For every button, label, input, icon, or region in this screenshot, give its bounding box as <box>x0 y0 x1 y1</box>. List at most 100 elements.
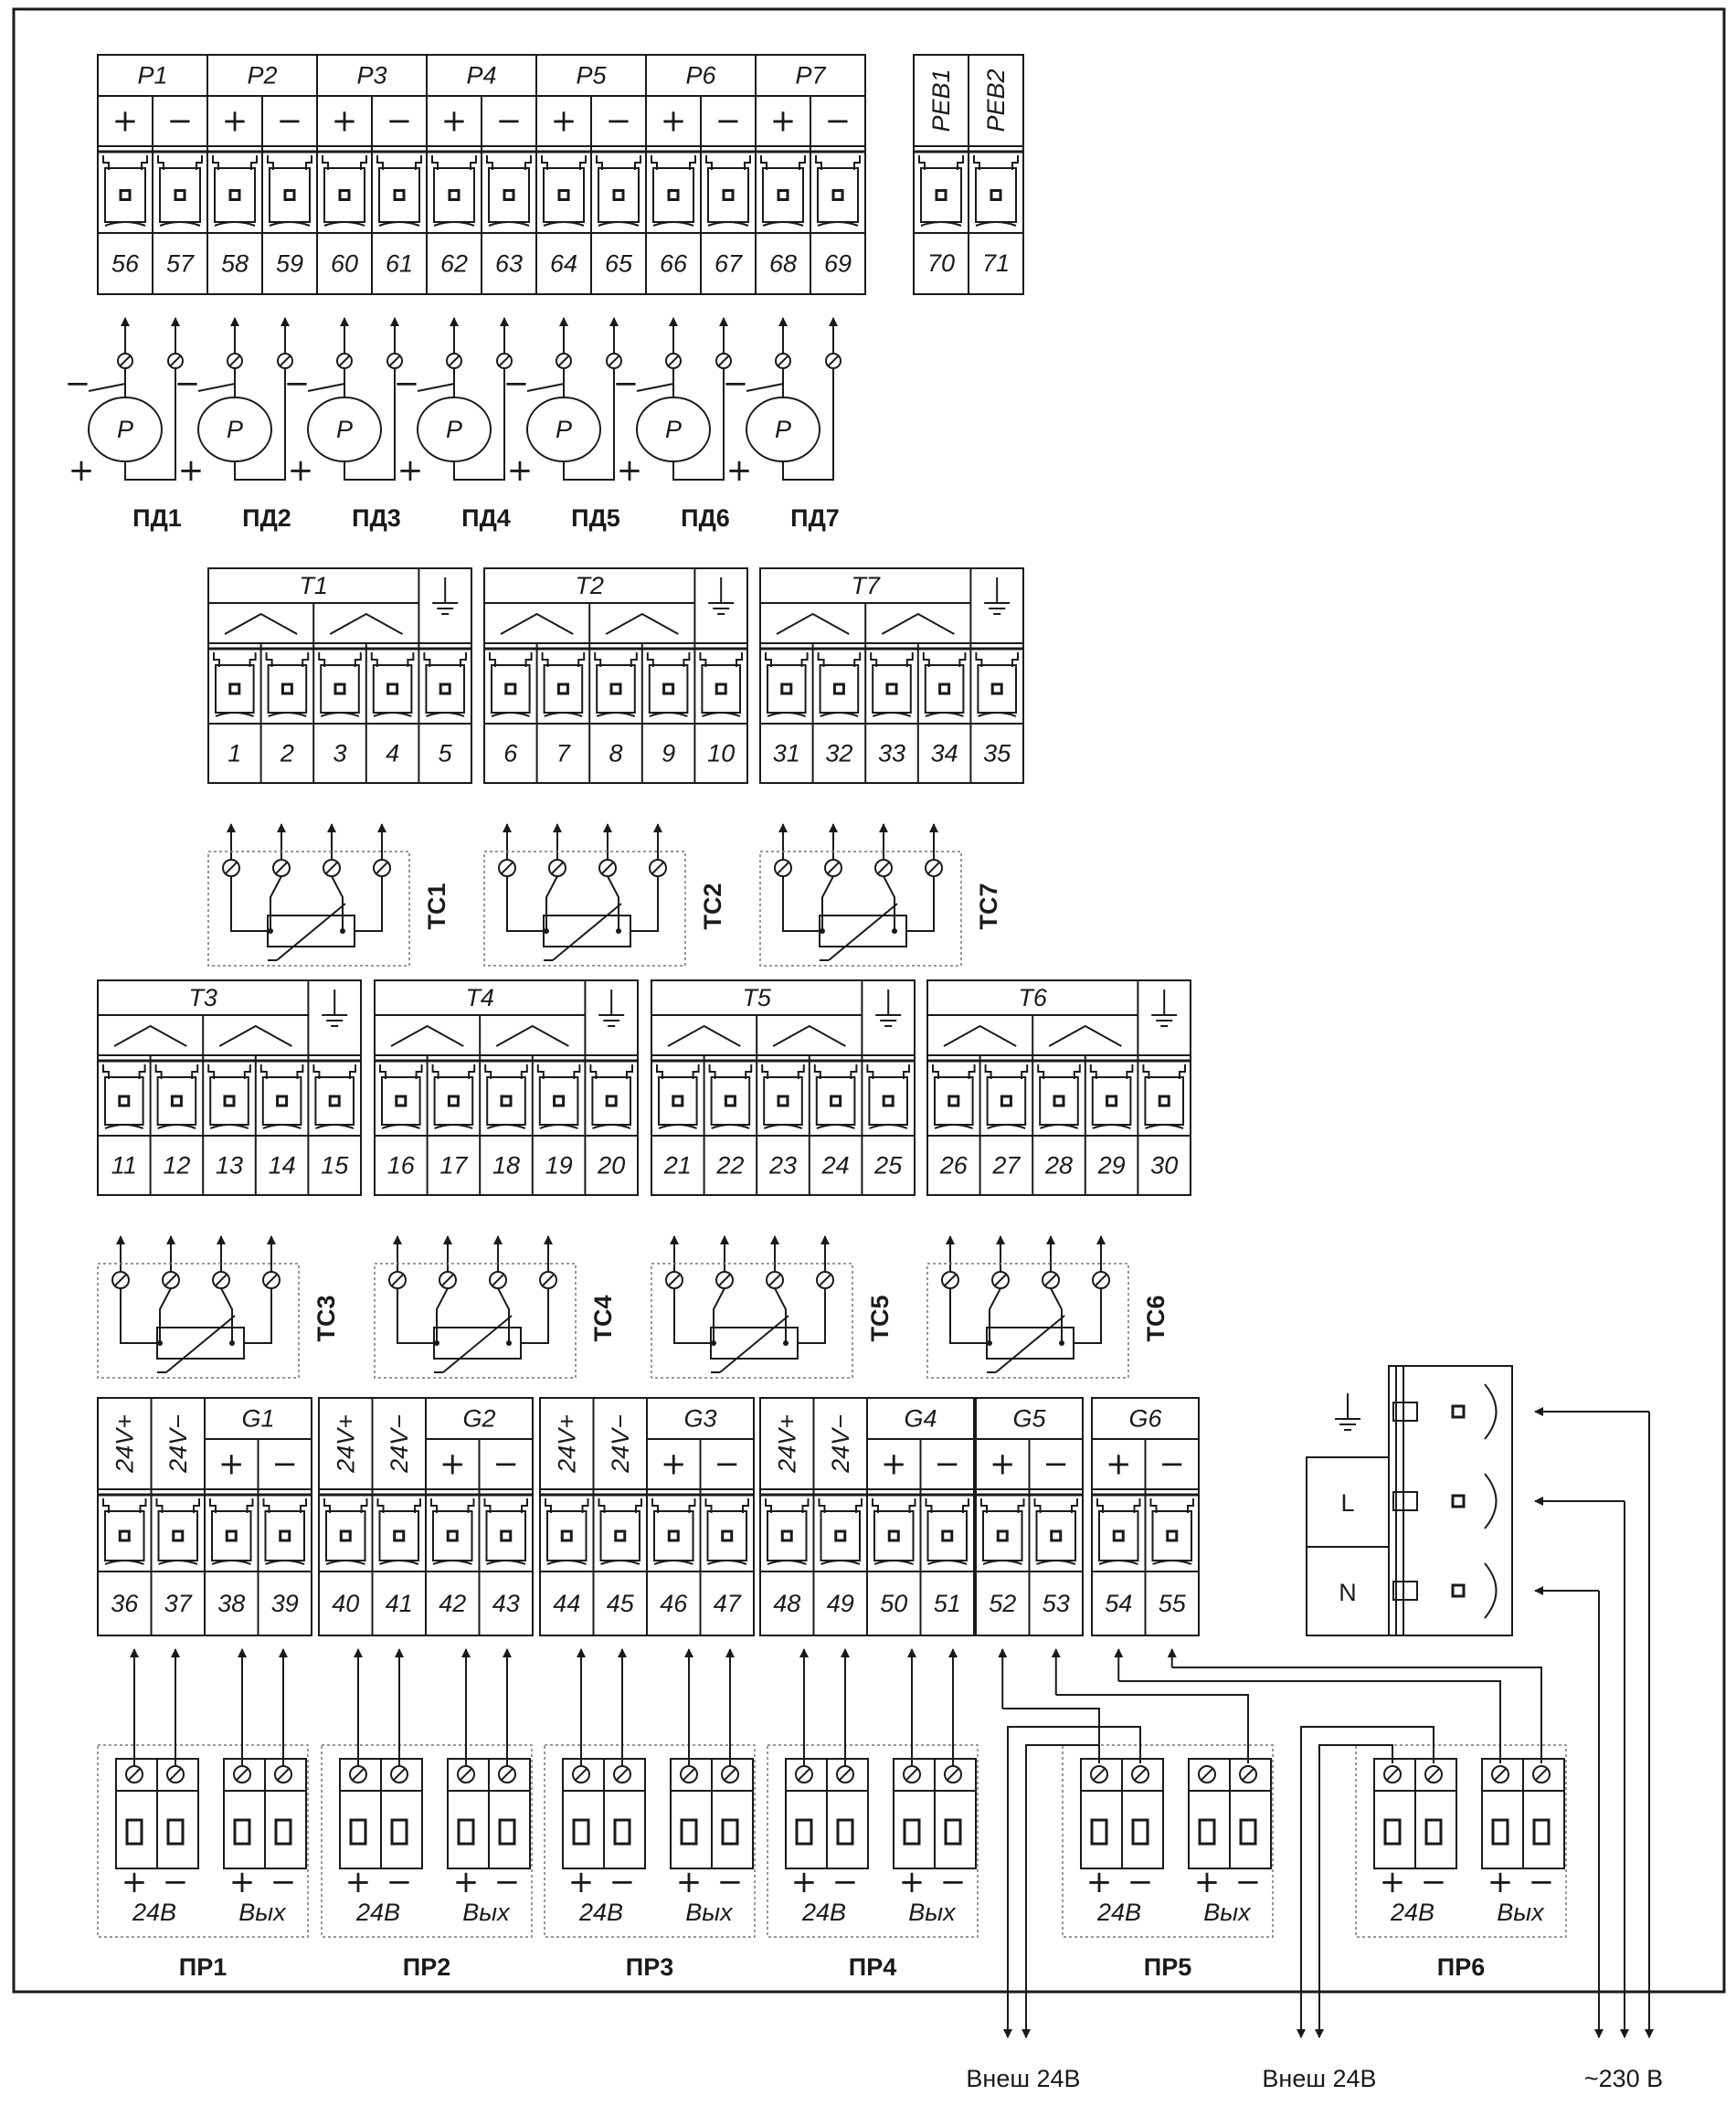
minus-sign: − <box>167 103 194 140</box>
plus-sign: + <box>332 103 358 140</box>
contact-square-icon <box>276 1095 289 1107</box>
wire <box>270 875 282 931</box>
connector-lip <box>209 1124 249 1129</box>
contact-square-icon <box>609 683 622 695</box>
plus-sign: + <box>1106 1446 1132 1483</box>
screw-slot <box>723 1767 737 1782</box>
power-label: 24V+ <box>111 1414 138 1474</box>
connector-tab <box>483 1498 528 1513</box>
contact-square-icon <box>446 1529 459 1542</box>
caret-symbol <box>218 1024 292 1047</box>
screw-slot <box>127 1767 142 1782</box>
connector-tab <box>431 1064 476 1079</box>
power-label: 24V+ <box>332 1414 359 1474</box>
connector-tab <box>817 652 862 667</box>
pin-number: 61 <box>386 250 413 278</box>
contact-square-icon <box>662 683 675 695</box>
clamp-slot-icon <box>349 1818 367 1846</box>
contact-square-icon <box>279 1529 291 1542</box>
contact-square-icon <box>333 683 346 695</box>
screw-slot <box>390 1273 405 1287</box>
plus-sign: + <box>397 452 424 489</box>
wire <box>821 875 834 931</box>
cell-window <box>926 1510 968 1561</box>
wire <box>989 1287 1001 1343</box>
connector-lip <box>544 712 583 717</box>
connector-lip <box>702 712 741 717</box>
cell-window <box>873 1510 915 1561</box>
cell-window <box>982 1510 1023 1561</box>
connector-tab <box>376 1498 421 1513</box>
output-label: Вых <box>238 1899 287 1926</box>
screw-slot <box>1385 1767 1400 1782</box>
screw-slot <box>351 1767 365 1782</box>
screw-slot <box>926 861 941 875</box>
wire <box>234 368 286 481</box>
pin-number: 52 <box>989 1590 1016 1617</box>
connector-lip <box>491 712 530 717</box>
pin-number: 58 <box>221 250 249 278</box>
connector-lip <box>767 1560 807 1565</box>
sensor-name: ТС3 <box>312 1295 340 1341</box>
pin-number: 1 <box>228 740 241 767</box>
minus-sign: − <box>1127 1864 1154 1900</box>
sensor-symbol: P <box>227 416 243 443</box>
junction-dot <box>340 928 345 934</box>
contact-square-icon <box>612 189 625 201</box>
connector-lip <box>762 221 804 227</box>
cell-window <box>975 167 1017 223</box>
transducer-name: ПР1 <box>179 1953 227 1981</box>
minus-sign: − <box>613 365 640 402</box>
contact-square-icon <box>672 1095 684 1107</box>
junction-dot <box>229 1340 235 1346</box>
cell-window <box>767 664 807 714</box>
cell-window <box>820 1510 861 1561</box>
connector-lip <box>920 221 962 227</box>
connector-lip <box>763 1124 803 1129</box>
cell-window <box>211 1510 252 1561</box>
connector-lip <box>323 221 365 227</box>
power-label: 24V− <box>164 1414 192 1474</box>
wire <box>607 875 619 931</box>
latch-icon <box>1392 1491 1418 1511</box>
screw-slot <box>500 1767 514 1782</box>
connector-lip <box>982 1560 1022 1565</box>
sensor-name: ТС2 <box>699 883 726 929</box>
caret-symbol <box>943 1024 1017 1047</box>
wire <box>798 1288 826 1344</box>
connector-lip <box>320 712 360 717</box>
transducer-dashed-box <box>1355 1744 1567 1938</box>
pin-number: 38 <box>217 1590 245 1617</box>
clamp-slot-icon <box>795 1818 813 1846</box>
cell-window <box>538 1076 579 1126</box>
minus-sign: − <box>606 103 632 140</box>
connector-lip <box>872 712 912 717</box>
contact-square-icon <box>338 189 351 201</box>
contact-square-icon <box>1106 1095 1118 1107</box>
connector-lip <box>816 1124 855 1129</box>
connector-lip <box>159 221 201 227</box>
clamp-slot-icon <box>1532 1818 1551 1846</box>
output-label: Вых <box>1203 1899 1252 1926</box>
screw-slot <box>338 355 351 367</box>
connector-lip <box>315 1124 355 1129</box>
pin-number: 23 <box>768 1152 797 1180</box>
clamp-slot-icon <box>944 1818 962 1846</box>
connector-tab <box>818 1498 863 1513</box>
connector-tab <box>312 1064 356 1079</box>
cell-window <box>653 1510 694 1561</box>
connector-lip <box>1098 1560 1138 1565</box>
caret-symbol <box>881 612 955 635</box>
cell-window <box>486 1076 526 1126</box>
caret-symbol <box>390 1024 464 1047</box>
cell-window <box>378 167 420 223</box>
connector-tab <box>259 1064 304 1079</box>
connector-lip <box>600 1560 640 1565</box>
plus-sign: + <box>661 103 687 140</box>
wire <box>88 368 126 392</box>
sensor-dashed-box <box>926 1263 1129 1379</box>
plus-sign: + <box>791 1864 818 1900</box>
connector-tab <box>1142 1064 1186 1079</box>
contact-square-icon <box>328 1095 341 1107</box>
